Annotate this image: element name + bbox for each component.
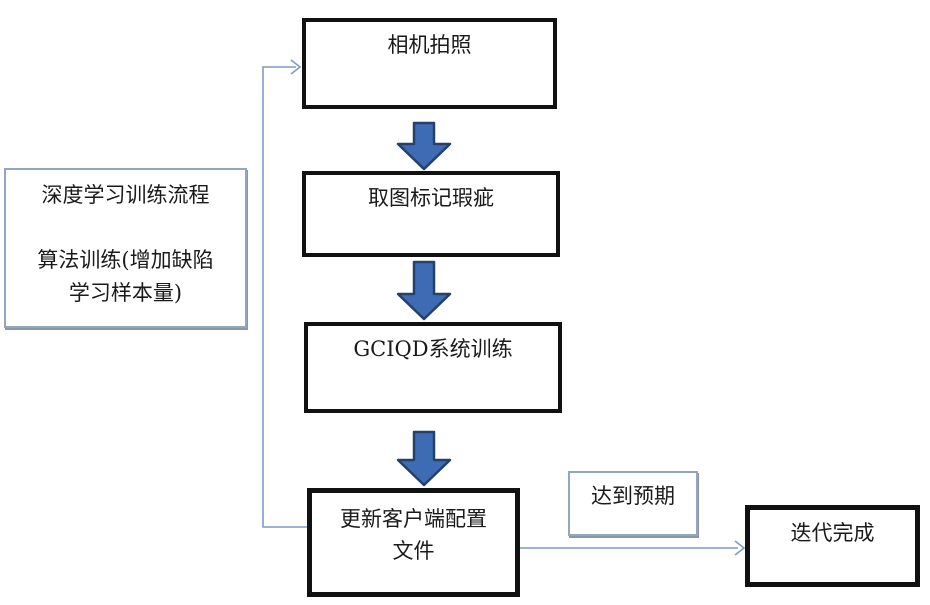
node-process-note: 深度学习训练流程 算法训练(增加缺陷 学习样本量)	[4, 168, 247, 328]
node-expectation-label: 达到预期	[568, 471, 698, 536]
down-block-arrow-icon	[396, 430, 452, 487]
loopback-arrowhead-icon	[290, 59, 302, 75]
note-spacer	[6, 212, 245, 244]
note-line: 算法训练(增加缺陷	[37, 248, 214, 272]
down-block-arrow-icon	[396, 121, 452, 171]
node-mark-defects: 取图标记瑕疵	[302, 171, 560, 257]
node-gciqd-training: GCIQD系统训练	[304, 322, 562, 413]
node-label-line: 文件	[392, 539, 435, 563]
node-label: GCIQD系统训练	[353, 337, 513, 361]
node-label: 迭代完成	[790, 521, 875, 545]
loopback-arrow	[262, 66, 307, 528]
node-label: 相机拍照	[387, 33, 472, 57]
note-line: 学习样本量)	[68, 281, 183, 305]
down-block-arrow-icon	[396, 260, 452, 321]
right-arrowhead-icon	[734, 540, 746, 556]
node-iteration-done: 迭代完成	[745, 505, 920, 587]
node-camera-photo: 相机拍照	[302, 18, 557, 109]
node-label: 达到预期	[591, 484, 675, 508]
note-line: 深度学习训练流程	[41, 183, 210, 207]
node-label-line: 更新客户端配置	[340, 507, 487, 531]
node-update-config: 更新客户端配置 文件	[307, 488, 520, 597]
node-label: 取图标记瑕疵	[368, 186, 494, 210]
